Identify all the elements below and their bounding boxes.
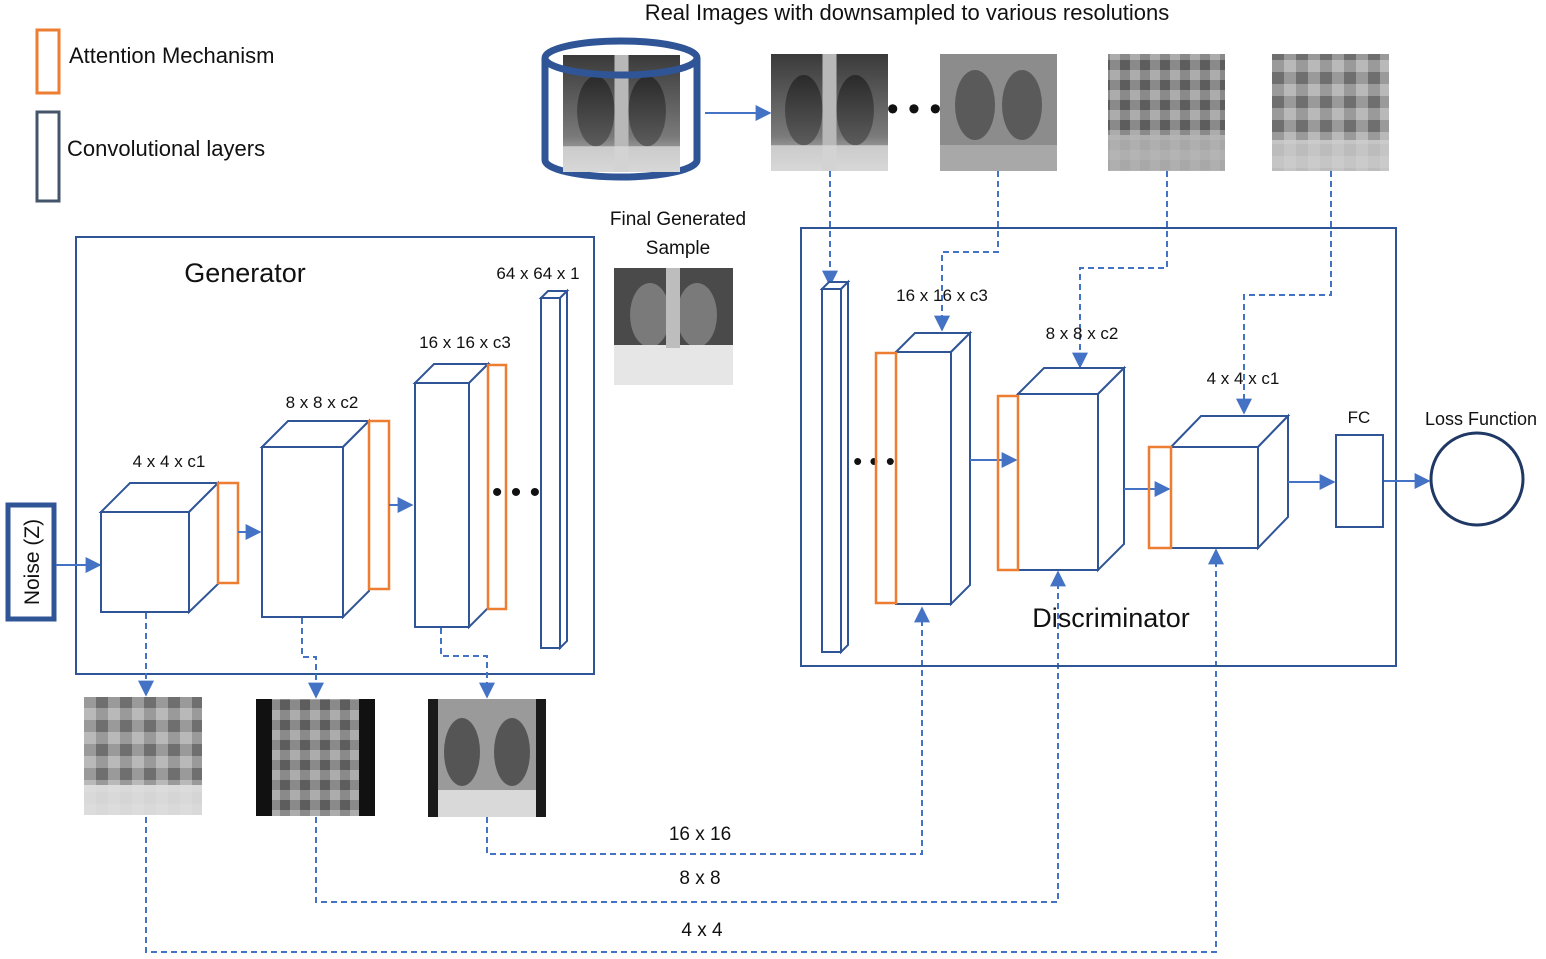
ellipsis-generator: • • • <box>492 476 540 509</box>
generator-title: Generator <box>184 258 306 288</box>
gen-attention-2 <box>367 419 391 591</box>
disc-layer-8x8 <box>1015 365 1127 573</box>
loss-function-label: Loss Function <box>1425 409 1537 429</box>
connection-label-4x4: 4 x 4 <box>681 920 723 941</box>
gen-layer-16x16 <box>412 361 491 630</box>
gen-layer-64x64 <box>538 288 570 651</box>
gen-output-8x8 <box>256 699 375 816</box>
real-image-16 <box>940 54 1057 171</box>
gen-layer-label-64x64: 64 x 64 x 1 <box>496 264 579 283</box>
gen-attention-1 <box>216 481 240 585</box>
disc-layer-4x4 <box>1168 413 1291 551</box>
final-sample-label-line2: Sample <box>646 238 710 259</box>
disc-attention-1 <box>874 351 898 605</box>
disc-layer-64x64 <box>819 279 851 655</box>
fc-label: FC <box>1348 408 1371 427</box>
gen-layer-label-16x16: 16 x 16 x c3 <box>419 333 511 352</box>
discriminator-title: Discriminator <box>1032 603 1190 633</box>
gen-layer-label-4x4: 4 x 4 x c1 <box>133 452 206 471</box>
gen-layer-label-8x8: 8 x 8 x c2 <box>286 393 359 412</box>
disc-layer-label-4x4: 4 x 4 x c1 <box>1207 369 1280 388</box>
final-sample-label-line1: Final Generated <box>610 209 746 230</box>
disc-layer-label-16x16: 16 x 16 x c3 <box>896 286 988 305</box>
real-image-database <box>541 37 701 181</box>
noise-input-box <box>5 502 57 622</box>
noise-label: Noise (Z) <box>21 519 44 605</box>
legend: Attention Mechanism Convolutional layers <box>35 28 274 203</box>
disc-layer-label-8x8: 8 x 8 x c2 <box>1046 324 1119 343</box>
gen-attention-3 <box>486 363 508 611</box>
gen-layer-8x8 <box>259 418 372 620</box>
disc-layer-16x16 <box>893 330 973 607</box>
disc-attention-3 <box>1147 445 1173 550</box>
disc-attention-2 <box>996 394 1020 572</box>
ellipsis-discriminator: • • • <box>853 446 895 476</box>
loss-function-circle <box>1429 431 1525 527</box>
legend-attention-label: Attention Mechanism <box>69 43 274 68</box>
real-image-4 <box>1272 54 1389 171</box>
final-generated-sample-image <box>614 268 733 385</box>
real-images-title: Real Images with downsampled to various … <box>645 0 1170 25</box>
real-image-64 <box>771 54 888 171</box>
gen-layer-4x4 <box>98 480 221 615</box>
conv-legend-icon <box>35 110 61 203</box>
gen-output-4x4 <box>84 697 202 815</box>
legend-conv-label: Convolutional layers <box>67 136 265 161</box>
gen-output-16x16 <box>428 699 546 817</box>
connection-label-16x16: 16 x 16 <box>669 824 731 845</box>
discriminator-box <box>800 227 1397 667</box>
fc-layer-box <box>1335 434 1384 528</box>
connection-label-8x8: 8 x 8 <box>679 868 720 889</box>
generator-box <box>75 236 595 675</box>
ellipsis-real-images: • • • <box>887 90 942 128</box>
real-image-8 <box>1108 54 1225 171</box>
attention-legend-icon <box>35 28 61 95</box>
